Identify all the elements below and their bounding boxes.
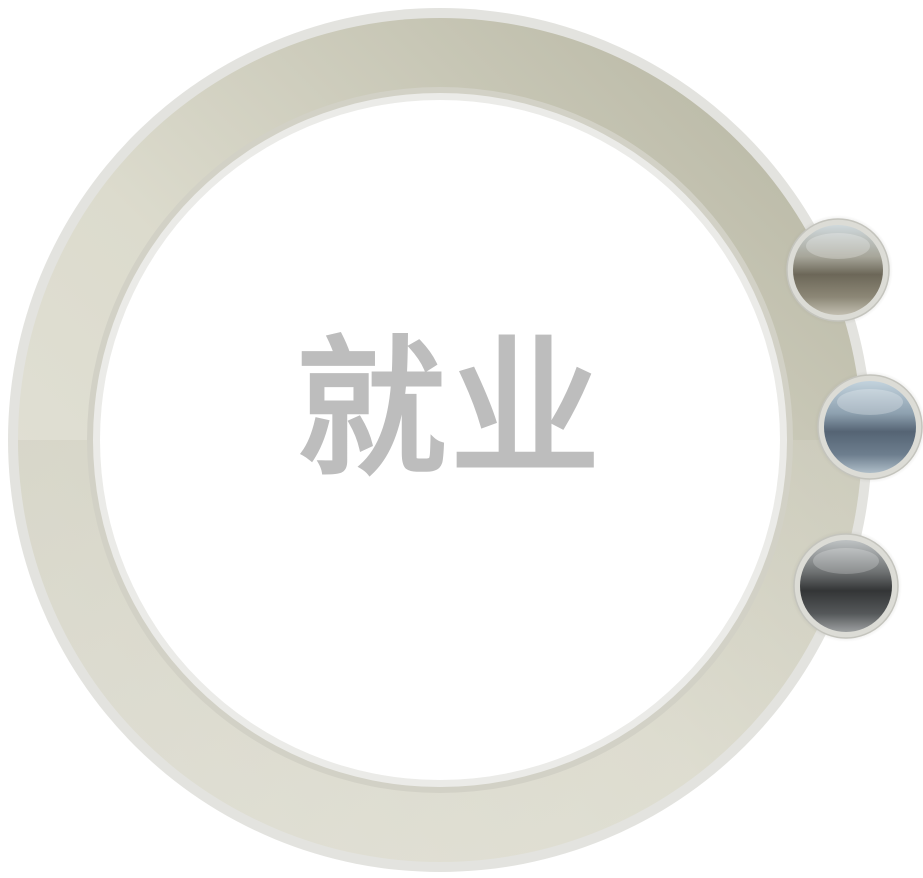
orb-bronze bbox=[783, 215, 893, 325]
sphere-icon bbox=[824, 381, 916, 473]
sphere-icon bbox=[800, 540, 892, 632]
orb-steel-blue bbox=[814, 371, 923, 483]
ring-center bbox=[100, 100, 780, 780]
center-title: 就业 bbox=[295, 323, 604, 497]
sphere-icon bbox=[793, 225, 883, 315]
orb-charcoal bbox=[790, 530, 902, 642]
